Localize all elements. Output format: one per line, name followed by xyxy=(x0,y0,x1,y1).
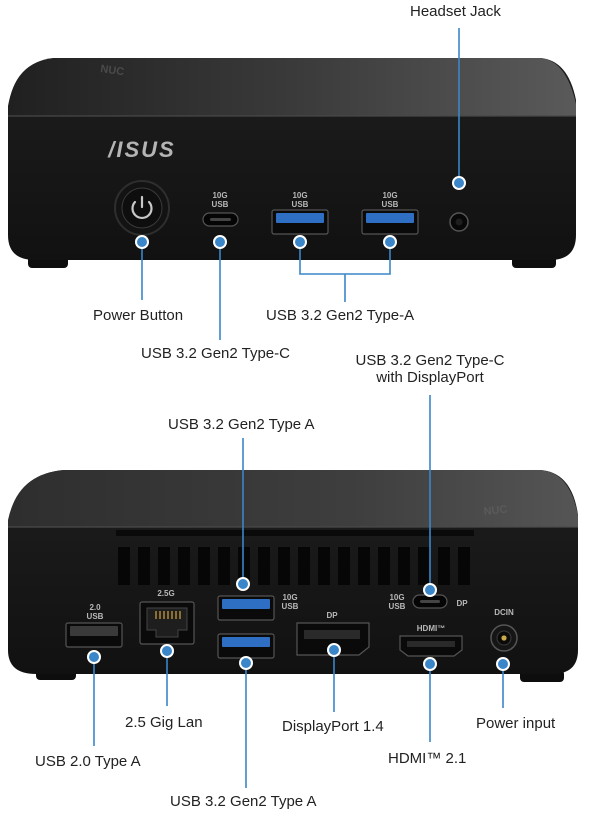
vent-slot xyxy=(238,547,250,585)
vent-slot xyxy=(158,547,170,585)
label-usbc-dp-line2: with DisplayPort xyxy=(376,369,484,386)
usba2-marker xyxy=(383,235,397,249)
vent-slot xyxy=(298,547,310,585)
front-usba2-speed: 10G xyxy=(382,191,397,200)
label-usb-type-c-front: USB 3.2 Gen2 Type-C xyxy=(141,345,290,362)
vent-slot xyxy=(218,547,230,585)
asus-logo: /ISUS xyxy=(107,137,175,162)
label-headset-jack: Headset Jack xyxy=(410,3,501,20)
back-usbc-dp: DP xyxy=(456,599,468,608)
back-usbc-type: USB xyxy=(389,602,406,611)
hdmi-caption: HDMI™ xyxy=(417,624,445,633)
power-button xyxy=(114,180,170,236)
back-leaders xyxy=(87,395,510,788)
vent-slot xyxy=(118,547,130,585)
label-usb-type-a-back-bottom: USB 3.2 Gen2 Type A xyxy=(170,793,317,810)
front-usba2-type: USB xyxy=(382,200,399,209)
front-usbc-speed: 10G xyxy=(212,191,227,200)
front-nuc-logo: NUC xyxy=(100,63,125,78)
label-usb-type-a-back-top: USB 3.2 Gen2 Type A xyxy=(168,416,315,433)
back-nuc-logo: NUC xyxy=(483,504,508,518)
lan-marker xyxy=(160,644,174,658)
vent-slot xyxy=(378,547,390,585)
front-top-lid xyxy=(8,58,576,116)
vent-slot xyxy=(458,547,470,585)
back-usbc-speed: 10G xyxy=(389,593,404,602)
dp-marker xyxy=(327,643,341,657)
vent-slot xyxy=(198,547,210,585)
vent-slot xyxy=(358,547,370,585)
dcin-marker xyxy=(496,657,510,671)
label-displayport: DisplayPort 1.4 xyxy=(282,718,384,735)
label-usb20: USB 2.0 Type A xyxy=(35,753,141,770)
vent-slot xyxy=(418,547,430,585)
usb2-speed: 2.0 xyxy=(89,603,101,612)
vent-slot xyxy=(338,547,350,585)
front-leaders xyxy=(135,28,466,340)
back-usba-speed: 10G xyxy=(282,593,297,602)
front-usba1-speed: 10G xyxy=(292,191,307,200)
hdmi-marker xyxy=(423,657,437,671)
vent-slot xyxy=(278,547,290,585)
label-power-input: Power input xyxy=(476,715,556,732)
usbc-dp-marker xyxy=(423,583,437,597)
dp-caption: DP xyxy=(326,611,338,620)
vent-grille xyxy=(118,547,470,585)
label-usbc-dp-line1: USB 3.2 Gen2 Type-C xyxy=(355,352,505,369)
vent-slot xyxy=(438,547,450,585)
power-icon xyxy=(131,200,153,220)
usba-bottom-marker xyxy=(239,656,253,670)
vent-slot xyxy=(178,547,190,585)
back-usba-type: USB xyxy=(282,602,299,611)
usb2-marker xyxy=(87,650,101,664)
vent-slot xyxy=(258,547,270,585)
usbc-marker xyxy=(213,235,227,249)
label-usbc-dp: USB 3.2 Gen2 Type-C with DisplayPort xyxy=(345,352,515,386)
dcin-caption: DCIN xyxy=(494,608,514,617)
front-usbc-type: USB xyxy=(212,200,229,209)
back-top-lid xyxy=(8,470,578,527)
front-usba1-type: USB xyxy=(292,200,309,209)
usba-top-marker xyxy=(236,577,250,591)
back-unit: NUC 2.0 USB 2.5G 10G USB DP 10G USB xyxy=(8,470,578,682)
usb2-type: USB xyxy=(87,612,104,621)
vent-slot xyxy=(318,547,330,585)
label-power-button: Power Button xyxy=(93,307,184,324)
label-usb-type-a-front: USB 3.2 Gen2 Type-A xyxy=(266,307,415,324)
headset-marker xyxy=(452,176,466,190)
lan-speed: 2.5G xyxy=(157,589,174,598)
label-lan: 2.5 Gig Lan xyxy=(125,714,203,731)
label-hdmi: HDMI™ 2.1 xyxy=(388,750,467,767)
usba1-marker xyxy=(293,235,307,249)
front-unit: NUC /ISUS 10G USB 10G USB 10G USB xyxy=(8,58,576,268)
vent-slot xyxy=(398,547,410,585)
vent-slot xyxy=(138,547,150,585)
power-marker xyxy=(135,235,149,249)
